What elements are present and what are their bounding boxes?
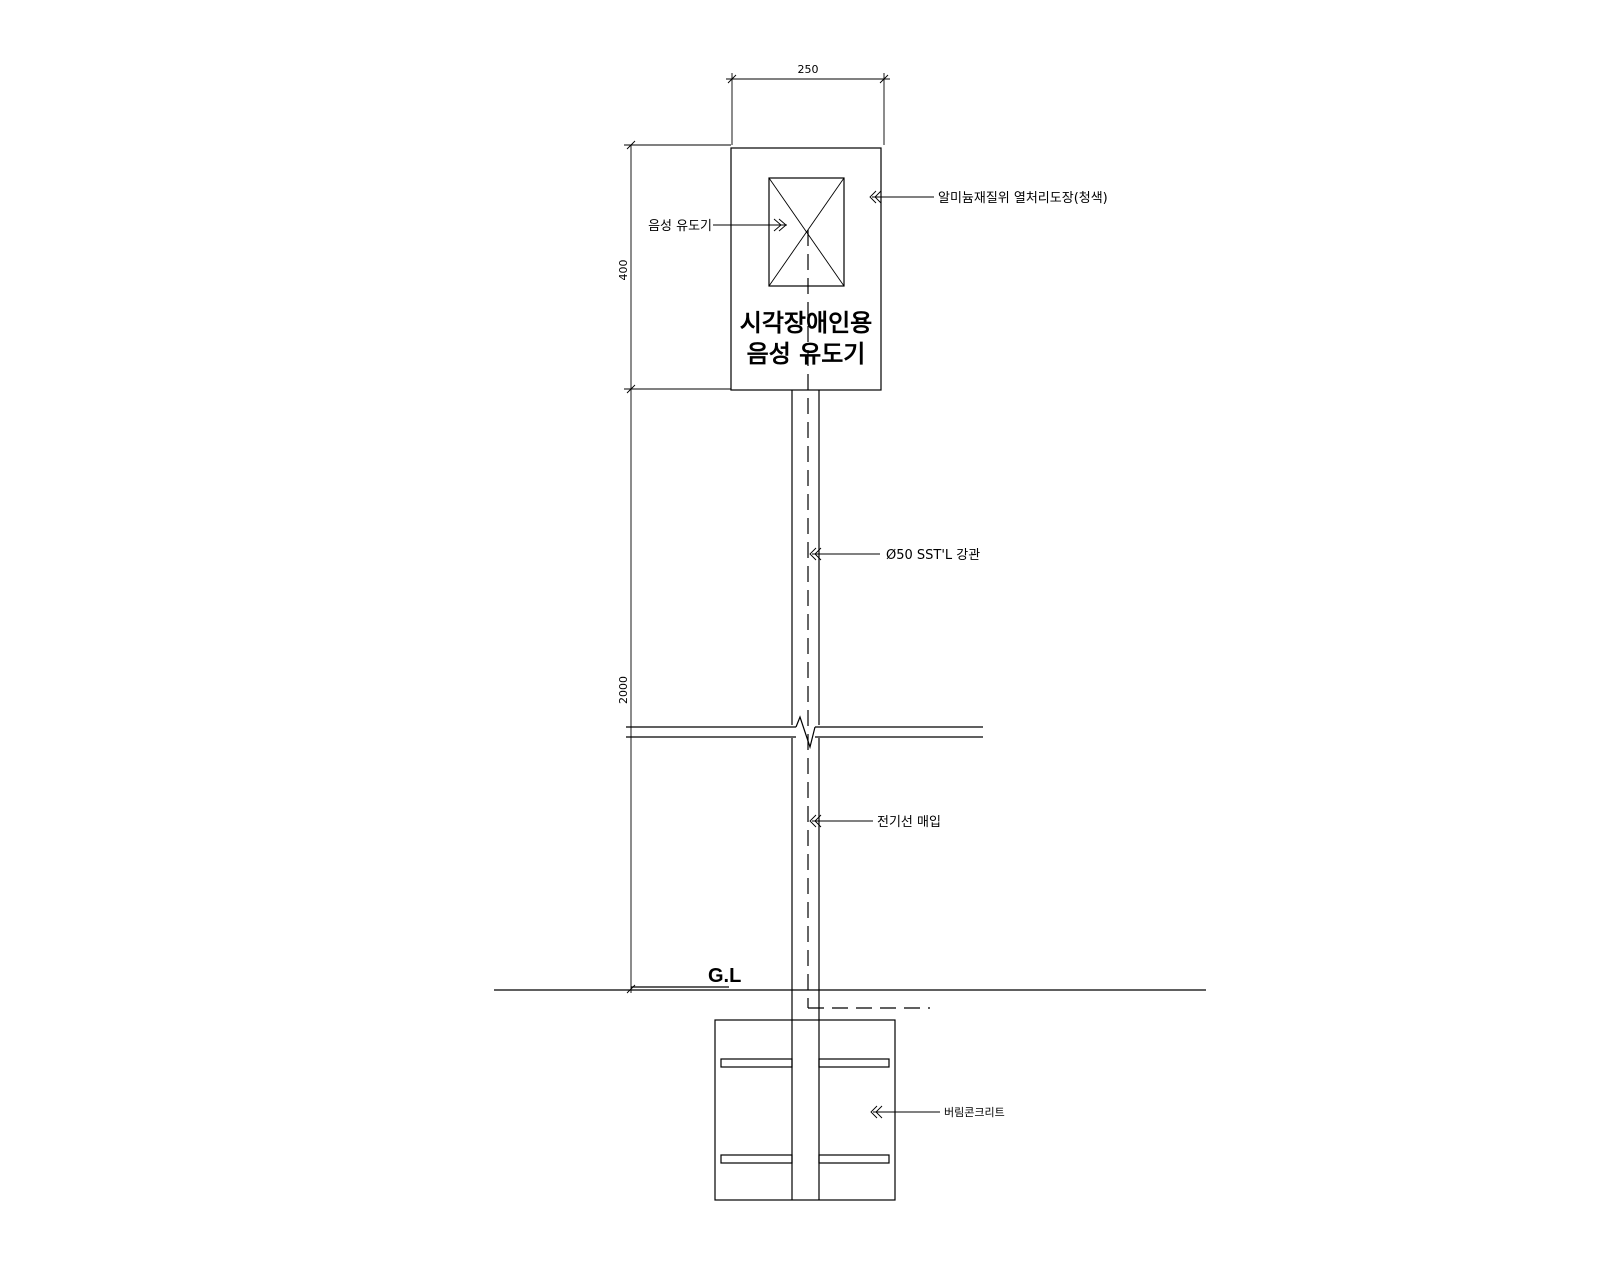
concrete-leader bbox=[870, 1105, 940, 1119]
ground-level-text: G.L bbox=[708, 965, 741, 987]
aluminum-label: 알미늄재질위 열처리도장(청색) bbox=[938, 191, 1108, 206]
voice-guide-device bbox=[768, 177, 845, 287]
wire-leader bbox=[809, 814, 873, 828]
sign-height-text: 400 bbox=[617, 260, 630, 281]
voice-guide-leader bbox=[713, 218, 787, 232]
pipe-label: Ø50 SST'L 강관 bbox=[886, 548, 980, 563]
aluminum-leader bbox=[869, 190, 934, 204]
wire-conduit bbox=[807, 230, 930, 1009]
concrete-footing bbox=[714, 1019, 896, 1201]
pole bbox=[791, 390, 820, 1200]
wire-label: 전기선 매입 bbox=[877, 815, 941, 830]
pipe-leader bbox=[809, 547, 880, 561]
pole-height-text: 2000 bbox=[617, 676, 630, 704]
sign-text-line1: 시각장애인용 bbox=[740, 309, 872, 337]
width-dimension bbox=[726, 73, 890, 145]
break-lines bbox=[626, 715, 983, 750]
voice-guide-label: 음성 유도기 bbox=[648, 219, 712, 234]
concrete-label: 버림콘크리트 bbox=[944, 1106, 1005, 1119]
height-dimension bbox=[624, 140, 731, 994]
sign-panel bbox=[730, 147, 882, 391]
anchor-bars bbox=[720, 1058, 890, 1164]
sign-text-line2: 음성 유도기 bbox=[747, 340, 866, 368]
width-dimension-text: 250 bbox=[798, 63, 819, 76]
